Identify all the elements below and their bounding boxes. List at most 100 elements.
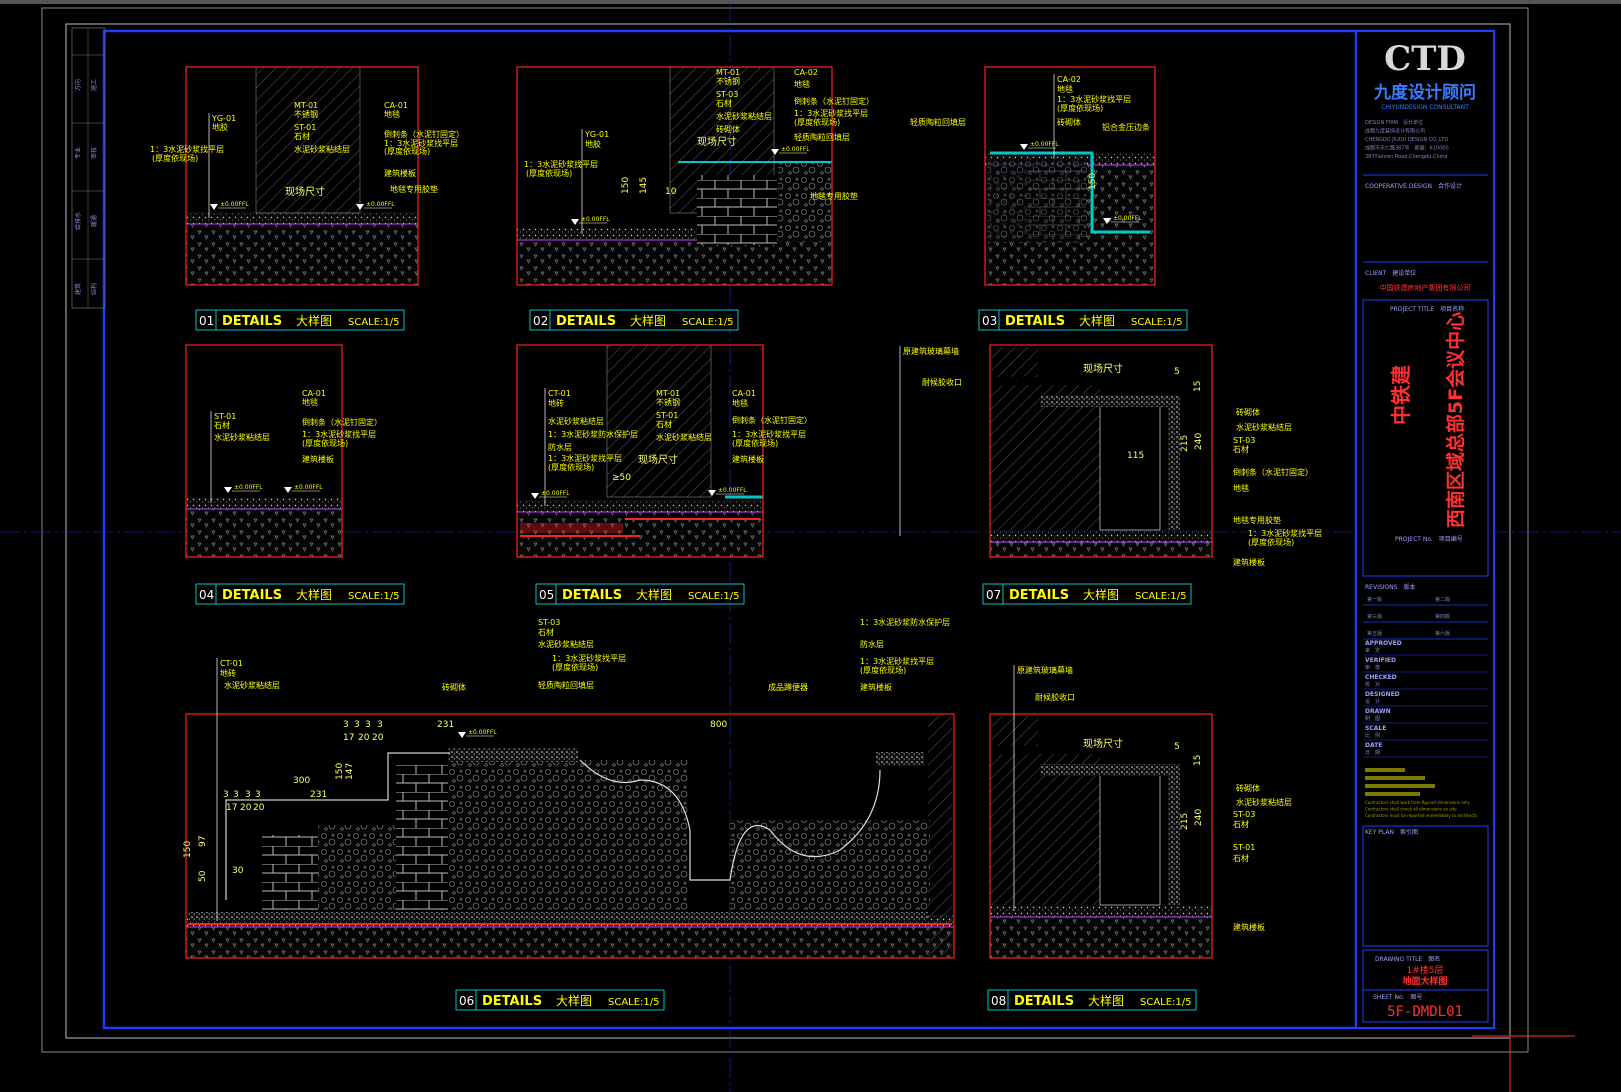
material-label: 建筑楼板 [732, 454, 764, 464]
material-label: YG-01 [211, 114, 236, 123]
detail-scale: SCALE:1/5 [1140, 997, 1192, 1008]
material-label: 水泥砂浆粘结层 [716, 111, 772, 121]
material-label: (厚度依现场) [302, 438, 348, 448]
dimension-text: 3 [255, 790, 261, 800]
firm-info-line: 成都九度装饰设计有限公司 [1365, 128, 1425, 135]
material-label: ST-03 [538, 618, 560, 627]
dimension-text: 3 [233, 790, 239, 800]
detail-05: CT-01地砖水泥砂浆粘结层1：3水泥砂浆防水保护层防水层1：3水泥砂浆找平层(… [516, 344, 812, 605]
material-label: 地毯 [302, 397, 318, 407]
material-label: MT-01 [716, 68, 740, 77]
revision-entry: 第五版 [1367, 630, 1382, 637]
material-label: CT-01 [220, 659, 243, 668]
signature-row-label: APPROVED [1365, 640, 1402, 647]
material-label: 原建筑玻璃幕墙 [903, 346, 959, 356]
detail-02: YG-01地胶1：3水泥砂浆找平层(厚度依现场)MT-01不锈钢ST-03石材水… [516, 66, 874, 331]
detail-panels: YG-01地胶1：3水泥砂浆找平层(厚度依现场)MT-01不锈钢ST-01石材水… [150, 66, 1322, 1011]
detail-title-word: DETAILS [1005, 314, 1065, 329]
signature-row-label: CHECKED [1365, 674, 1397, 681]
sheet-no: 5F-DMDL01 [1387, 1004, 1463, 1020]
material-label: 1：3水泥砂浆找平层 [1057, 94, 1131, 104]
firm-name-en: CHIYUNDESIGN CONSULTANT [1381, 104, 1469, 111]
material-label: 成品蹲便器 [768, 682, 808, 692]
project-title-label: PROJECT TITLE 项目名称 [1390, 305, 1464, 313]
material-label: CA-01 [302, 389, 326, 398]
material-label: 水泥砂浆粘结层 [548, 416, 604, 426]
material-label: 不锈钢 [294, 109, 318, 119]
material-label: 不锈钢 [656, 397, 680, 407]
detail-border [185, 713, 955, 959]
detail-scale: SCALE:1/5 [1135, 591, 1187, 602]
dimension-text: 147 [345, 763, 355, 780]
level-marker: ±0.00FFL [366, 201, 395, 208]
material-label: CA-01 [384, 101, 408, 110]
material-label: 水泥砂浆粘结层 [538, 639, 594, 649]
dimension-text: 150 [1088, 173, 1098, 190]
material-label: 防水层 [860, 639, 884, 649]
sheet-no-label: SHEET No. 图号 [1373, 994, 1422, 1001]
material-label: 石材 [538, 627, 554, 637]
detail-scale: SCALE:1/5 [348, 591, 400, 602]
level-marker: ±0.00FFL [294, 484, 323, 491]
notes: Contractors shall work from figured dime… [1365, 800, 1477, 818]
left-strip-label: 建筑 [74, 283, 82, 295]
dimension-text: 231 [437, 720, 454, 730]
dimension-text: 231 [310, 790, 327, 800]
material-label: (厚度依现场) [1057, 103, 1103, 113]
material-label: 石材 [1233, 853, 1249, 863]
level-marker: ±0.00FFL [1113, 215, 1142, 222]
dimension-text: 现场尺寸 [638, 453, 678, 466]
signature-row-label: 校 对 [1365, 681, 1380, 688]
material-label: 地毯专用胶垫 [810, 191, 858, 201]
material-label: 砖砌体 [1236, 407, 1260, 417]
detail-border [989, 344, 1213, 558]
signature-row-label: 日 期 [1365, 750, 1380, 756]
material-label: 耐候胶收口 [1035, 692, 1075, 702]
signature-row-label: SCALE [1365, 725, 1386, 732]
signature-row-label: 审 定 [1365, 647, 1380, 654]
material-label: ST-01 [214, 412, 236, 421]
detail-title-cn: 大样图 [556, 993, 592, 1008]
detail-title-word: DETAILS [1014, 994, 1074, 1009]
project-no-label: PROJECT No. 项目编号 [1395, 535, 1463, 543]
material-label: 建筑楼板 [302, 454, 334, 464]
level-marker: ±0.00FFL [781, 146, 810, 153]
material-label: 砖砌体 [442, 682, 466, 692]
level-marker: ±0.00FFL [718, 487, 747, 494]
detail-scale: SCALE:1/5 [1131, 317, 1183, 328]
material-label: 建筑楼板 [860, 682, 892, 692]
detail-scale: SCALE:1/5 [682, 317, 734, 328]
dimension-text: 50 [198, 870, 208, 882]
coop-design-label: COOPERATIVE DESIGN 合作设计 [1365, 182, 1462, 190]
revision-entry: 第一版 [1367, 596, 1382, 603]
material-label: 防水层 [548, 442, 572, 452]
detail-title-cn: 大样图 [1088, 993, 1124, 1008]
material-label: 1：3水泥砂浆找平层 [732, 429, 806, 439]
material-label: 1：3水泥砂浆找平层 [860, 656, 934, 666]
level-marker: ±0.00FFL [234, 484, 263, 491]
material-label: 1：3水泥砂浆找平层 [1248, 528, 1322, 538]
material-label: (厚度依现场) [732, 438, 778, 448]
note-line: Contractors shall work from figured dime… [1365, 800, 1470, 805]
detail-01: YG-01地胶1：3水泥砂浆找平层(厚度依现场)MT-01不锈钢ST-01石材水… [150, 66, 464, 331]
project-name-2: 西南区域总部5F会议中心 [1444, 312, 1467, 528]
revisions-label: REVISIONS 版本 [1365, 583, 1415, 591]
signature-row-label: 设 计 [1365, 698, 1380, 705]
material-label: 地毯 [384, 109, 400, 119]
material-label: 1：3水泥砂浆找平层 [552, 653, 626, 663]
left-strip-label: 给排水 [74, 212, 82, 230]
material-label: 原建筑玻璃幕墙 [1017, 665, 1073, 675]
revision-entry: 第三版 [1367, 613, 1382, 620]
note-line: Contractors must be reported immediately… [1365, 813, 1477, 818]
material-label: 轻质陶粒回填层 [538, 680, 594, 690]
material-label: 水泥砂浆粘结层 [214, 432, 270, 442]
material-label: 水泥砂浆粘结层 [224, 680, 280, 690]
material-label: (厚度依现场) [152, 153, 198, 163]
level-marker: ±0.00FFL [1030, 141, 1059, 148]
stamp-bars [1365, 768, 1435, 796]
material-label: CT-01 [548, 389, 571, 398]
material-label: 石材 [294, 131, 310, 141]
